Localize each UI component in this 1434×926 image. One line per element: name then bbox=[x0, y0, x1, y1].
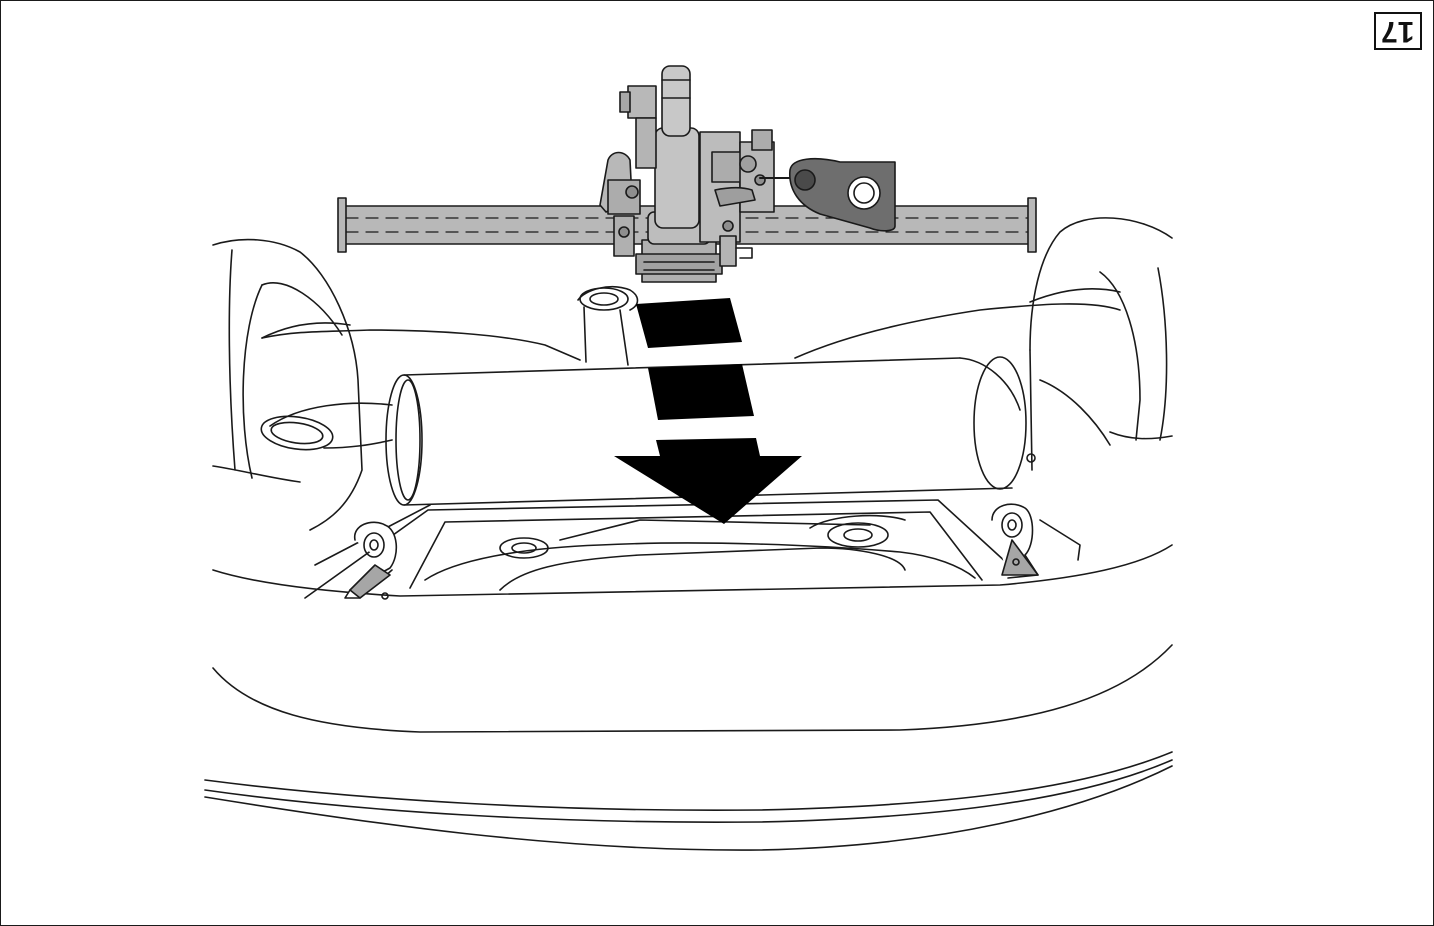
rear-bumper bbox=[204, 544, 1173, 851]
left-mount-bracket bbox=[344, 521, 398, 600]
left-wheel bbox=[212, 238, 581, 531]
right-wheel bbox=[794, 217, 1173, 471]
direction-arrow-down bbox=[614, 298, 802, 524]
step-number-badge: 17 bbox=[1374, 12, 1422, 50]
tow-hitch-mechanism bbox=[599, 65, 896, 283]
chassis-floor bbox=[304, 499, 1081, 599]
right-mount-bracket bbox=[991, 503, 1039, 579]
